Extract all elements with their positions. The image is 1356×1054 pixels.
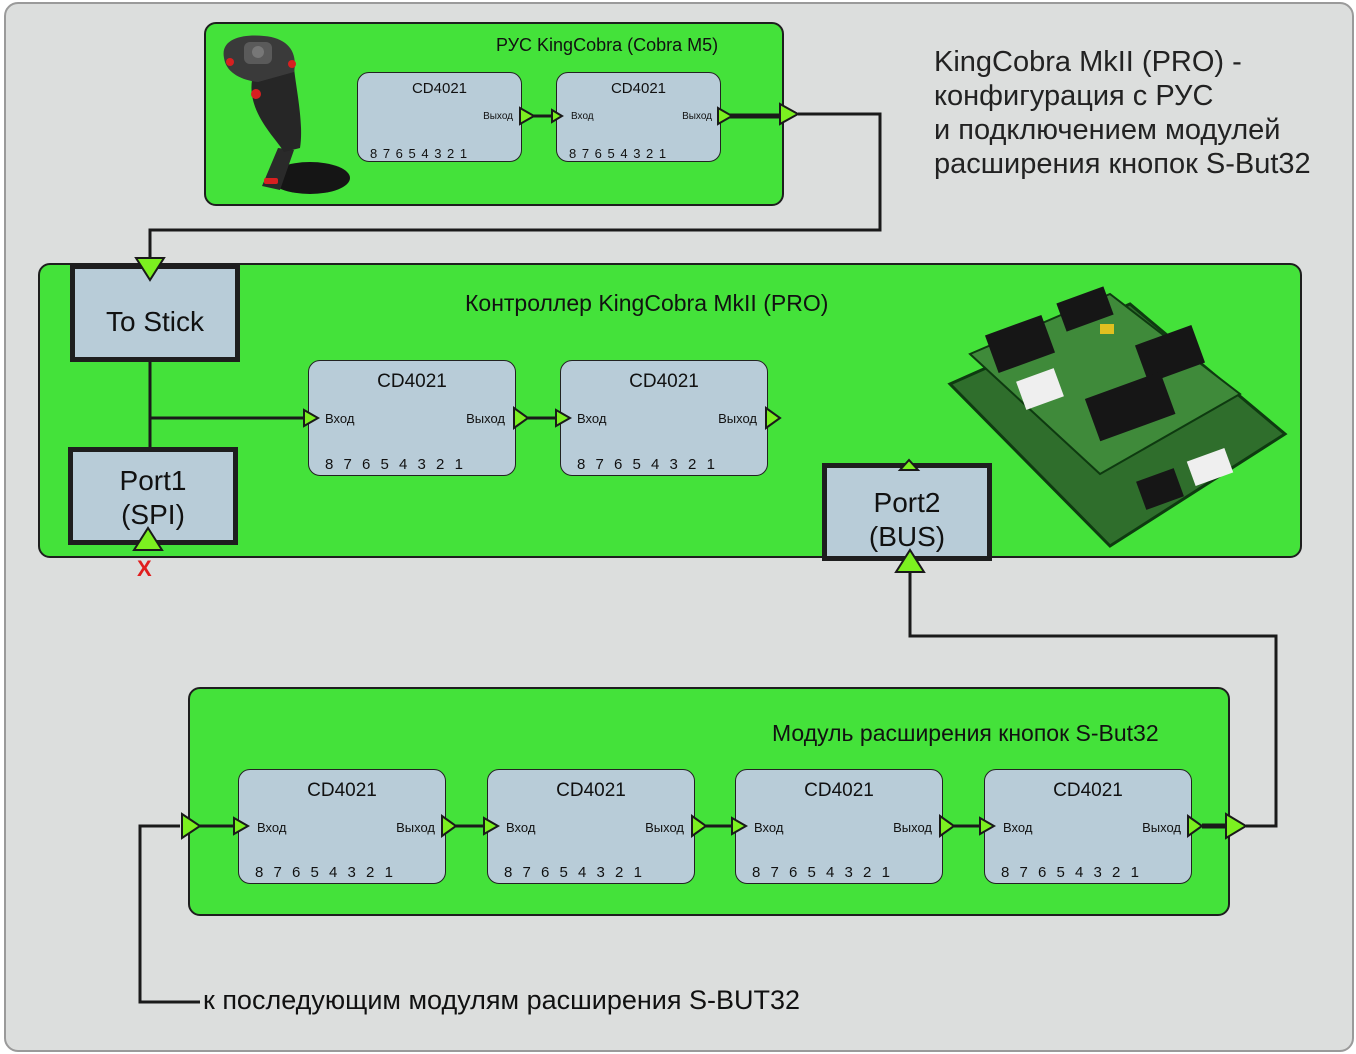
controller-panel-title: Контроллер KingCobra MkII (PRO) [465,290,829,316]
chip-name: CD4021 [1053,780,1123,801]
to-stick-in-connector [134,257,166,282]
diagram-heading: KingCobra MkII (PRO) - конфигурация с РУ… [934,46,1311,180]
chip-name: CD4021 [610,80,667,97]
chip-name: CD4021 [556,780,626,801]
module-chip4-out-connector [1187,814,1204,838]
stick-chip2-in-connector [551,108,564,124]
port2-label: Port2 [873,487,941,518]
controller-chip-1: CD4021 Вход Выход 8 7 6 5 4 3 2 1 [308,360,516,476]
chip-input-label: Вход [1003,820,1033,835]
chip-pin-numbers: 8 7 6 5 4 3 2 1 [504,864,642,881]
port1-connector [132,526,164,551]
module-chip1-out-connector [441,814,458,838]
controller-chip2-in-connector [555,408,573,428]
controller-chip2-out-connector [765,406,782,430]
chip-output-label: Выход [1142,820,1181,835]
module-to-port2-wire [908,572,1278,828]
stick-chip-1: CD4021 Выход 8 7 6 5 4 3 2 1 [357,72,522,162]
chip-input-label: Вход [506,820,536,835]
chip-output-label: Выход [718,411,757,426]
stick-chip1-out-connector [519,106,537,126]
joystick-photo [214,28,354,200]
module-in-connector [181,812,202,840]
to-stick-label: To Stick [105,306,205,337]
module-chip-2: CD4021 Вход Выход 8 7 6 5 4 3 2 1 [487,769,695,884]
downstream-modules-note: к последующим модулям расширения S-BUT32 [203,985,801,1015]
chip-pin-numbers: 8 7 6 5 4 3 2 1 [325,456,463,473]
port2-bottom-connector [894,548,926,573]
module-chip4-in-connector [979,816,997,836]
chip-output-label: Выход [466,411,505,426]
chip-input-label: Вход [325,411,355,426]
chip-name: CD4021 [629,371,699,392]
chip-input-label: Вход [257,820,287,835]
chip-pin-numbers: 8 7 6 5 4 3 2 1 [752,864,890,881]
chip-pin-numbers: 8 7 6 5 4 3 2 1 [577,456,715,473]
stick-chip2-out-connector [717,106,735,126]
module-chip-1: CD4021 Вход Выход 8 7 6 5 4 3 2 1 [238,769,446,884]
chip-output-label: Выход [483,111,513,122]
chip-output-label: Выход [682,111,712,122]
module-chip2-out-connector [691,814,708,838]
chip-name: CD4021 [411,80,468,97]
chip-output-label: Выход [396,820,435,835]
stick-chip-2: CD4021 Вход Выход 8 7 6 5 4 3 2 1 [556,72,721,162]
module-chip1-in-connector [233,816,251,836]
module-chip-3: CD4021 Вход Выход 8 7 6 5 4 3 2 1 [735,769,943,884]
chip-name: CD4021 [377,371,447,392]
port2-bus: Port2 (BUS) [822,463,992,561]
controller-chip-2: CD4021 Вход Выход 8 7 6 5 4 3 2 1 [560,360,768,476]
controller-chip1-in-connector [303,408,321,428]
stick-panel-out-connector [779,102,801,126]
module-chip2-in-connector [483,816,501,836]
chip-input-label: Вход [571,111,594,122]
port2-protocol: (BUS) [868,521,946,552]
port1-disabled-mark: X [137,556,152,581]
chip-output-label: Выход [645,820,684,835]
port1-spi: Port1 (SPI) [68,447,238,545]
module-out-connector [1225,812,1248,840]
port1-label: Port1 [119,465,187,496]
module-chip3-out-connector [939,814,956,838]
controller-chip1-out-connector [513,406,530,430]
chip-input-label: Вход [577,411,607,426]
chip-name: CD4021 [804,780,874,801]
port2-top-connector [897,458,921,471]
chip-pin-numbers: 8 7 6 5 4 3 2 1 [255,864,393,881]
module-panel-title: Модуль расширения кнопок S-But32 [772,720,1159,746]
downstream-wire [138,824,200,1004]
stick-panel-title: РУС KingCobra (Cobra M5) [496,35,719,55]
chip-pin-numbers: 8 7 6 5 4 3 2 1 [569,146,667,161]
chip-output-label: Выход [893,820,932,835]
chip-pin-numbers: 8 7 6 5 4 3 2 1 [1001,864,1139,881]
chip-name: CD4021 [307,780,377,801]
controller-board-photo [940,284,1290,548]
module-chip3-in-connector [731,816,749,836]
module-chip-4: CD4021 Вход Выход 8 7 6 5 4 3 2 1 [984,769,1192,884]
to-stick-port: To Stick [70,264,240,362]
port1-protocol: (SPI) [121,499,185,530]
chip-pin-numbers: 8 7 6 5 4 3 2 1 [370,146,468,161]
stick-to-controller-wire [148,112,882,262]
chip-input-label: Вход [754,820,784,835]
